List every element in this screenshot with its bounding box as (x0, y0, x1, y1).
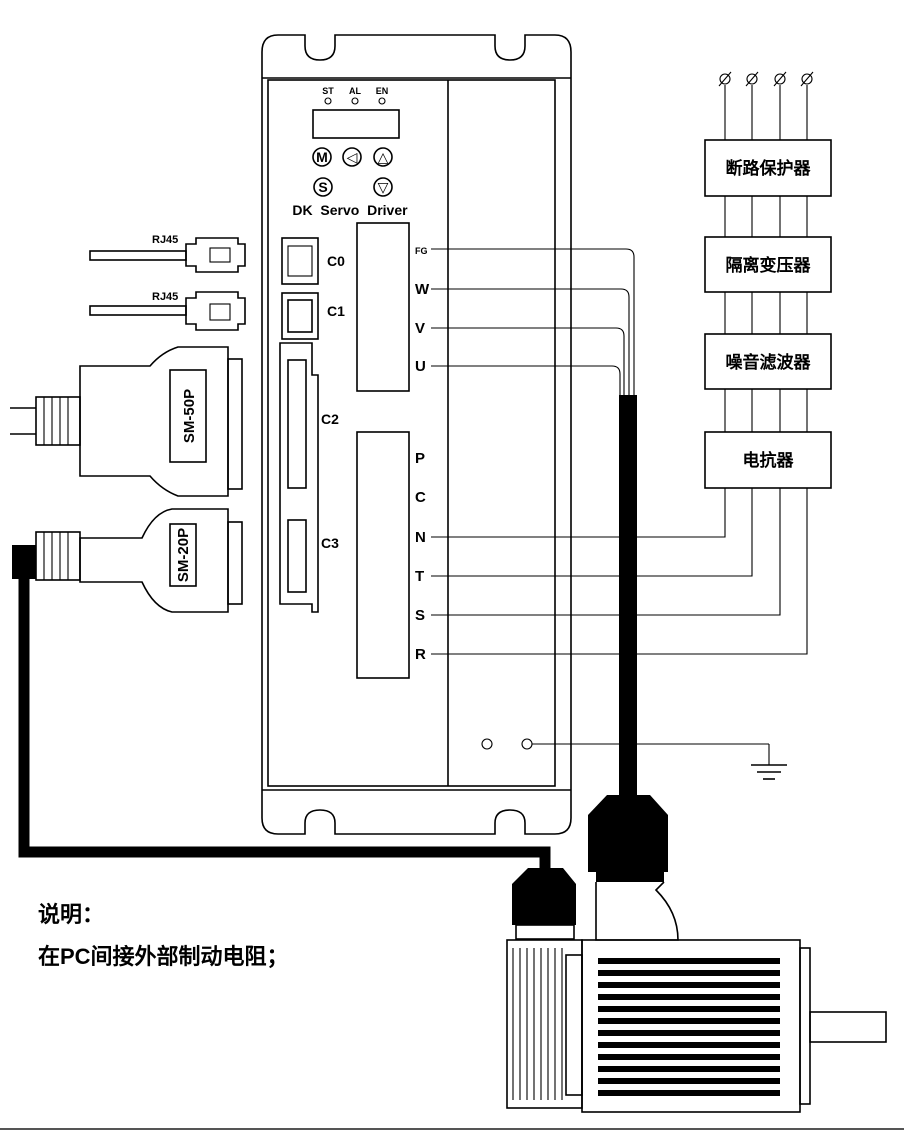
terminal-c: C (415, 489, 426, 506)
isolation-transformer-label: 隔离变压器 (726, 255, 812, 275)
motor-encoder-plug (512, 868, 576, 925)
comm-ports: C0 C1 (281, 237, 345, 340)
isolation-transformer-box (704, 236, 832, 293)
ground-screw (481, 738, 493, 750)
down-button-label: ▽ (378, 179, 389, 195)
mode-button[interactable] (312, 147, 332, 167)
left-button[interactable] (342, 147, 362, 167)
rj45-cable-b: RJ45 (89, 291, 246, 331)
circuit-breaker-box (704, 139, 832, 197)
led-en (378, 97, 386, 105)
servo-driver: ST AL EN M ◁ △ S ▽ DK Servo Driver (261, 34, 572, 835)
power-terminal-labels: P C N T S R (415, 450, 426, 663)
terminal-fg: FG (415, 246, 428, 256)
motor-phase-wires (431, 248, 635, 395)
terminal-s: S (415, 607, 425, 624)
motor-rear-fins (512, 948, 563, 1100)
down-button[interactable] (373, 177, 393, 197)
set-button[interactable] (313, 177, 333, 197)
power-input-wires (431, 488, 808, 655)
rj45-plug (185, 237, 246, 273)
motor-flange (799, 947, 811, 1105)
port-label: C2 (321, 411, 339, 427)
led-al (351, 97, 359, 105)
terminal-t: T (415, 568, 424, 585)
power-input-terminals (718, 71, 814, 87)
led-label: EN (376, 86, 389, 96)
set-button-label: S (318, 179, 327, 195)
up-button[interactable] (373, 147, 393, 167)
port-c3 (287, 519, 307, 593)
notes-title: 说明： (38, 902, 104, 927)
terminal-r: R (415, 646, 426, 663)
notes-line: 在PC间接外部制动电阻； (38, 944, 289, 969)
motor-power-plug (588, 795, 668, 872)
sm-20p-connector: SM-20P (12, 508, 243, 613)
port-label: C0 (327, 253, 345, 269)
motor-body (581, 939, 801, 1113)
port-label: C3 (321, 535, 339, 551)
reactor-label: 电抗器 (743, 450, 795, 470)
rj45-plug (185, 291, 246, 331)
rj45-cable-a: RJ45 (89, 234, 246, 273)
terminal-w: W (415, 281, 430, 298)
ground-wire (532, 743, 787, 780)
sm-50p-label: SM-50P (181, 389, 198, 443)
power-terminal-block (356, 431, 410, 679)
port-c2 (287, 359, 307, 489)
reactor-box (704, 431, 832, 489)
led-label: AL (349, 86, 361, 96)
led-st (324, 97, 332, 105)
terminal-u: U (415, 358, 426, 375)
encoder-cable (18, 548, 551, 868)
led-label: ST (322, 86, 334, 96)
led-display (312, 109, 400, 139)
terminal-p: P (415, 450, 425, 467)
terminal-v: V (415, 320, 425, 337)
power-input: 断路保护器 隔离变压器 噪音滤波器 电抗器 (704, 71, 832, 489)
motor-rear-cap (506, 939, 583, 1109)
notes: 说明： 在PC间接外部制动电阻； (38, 902, 289, 969)
motor-shaft (809, 1011, 887, 1043)
servo-motor (506, 795, 887, 1113)
port-c1 (281, 292, 319, 340)
keypad: M ◁ △ S ▽ DK Servo Driver (292, 147, 408, 218)
sm-50p-connector: SM-50P (10, 346, 243, 497)
port-label: C1 (327, 303, 345, 319)
port-c0 (281, 237, 319, 285)
motor-body-fins (598, 958, 780, 1096)
ground-screw (521, 738, 533, 750)
brand-label: DK Servo Driver (292, 202, 408, 218)
up-button-label: △ (378, 149, 389, 165)
sm-20p-label: SM-20P (175, 528, 192, 582)
power-vertical-wires (724, 85, 808, 432)
motor-terminal-labels: FG W V U (415, 246, 430, 375)
io-ports: C2 C3 (279, 342, 339, 613)
rj45-label: RJ45 (152, 291, 178, 303)
rj45-label: RJ45 (152, 234, 178, 246)
noise-filter-box (704, 333, 832, 390)
motor-terminal-block (356, 222, 410, 392)
terminal-n: N (415, 529, 426, 546)
indicator-leds: ST AL EN (322, 86, 389, 105)
left-button-label: ◁ (347, 149, 358, 165)
mode-button-label: M (316, 149, 328, 165)
circuit-breaker-label: 断路保护器 (726, 158, 812, 178)
noise-filter-label: 噪音滤波器 (726, 352, 812, 372)
motor-power-cable (619, 395, 637, 795)
port-c2-c3-frame (279, 342, 319, 613)
